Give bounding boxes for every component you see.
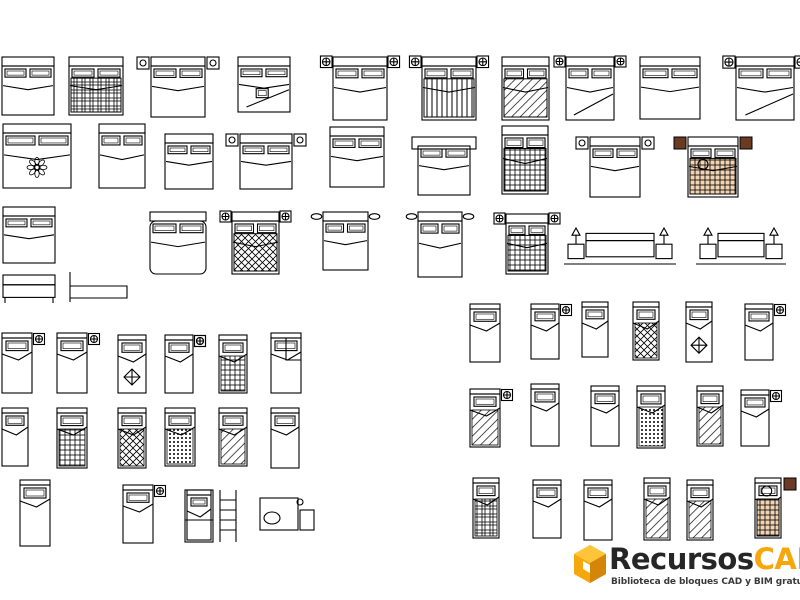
single-bed-block <box>164 334 207 394</box>
double-bed-block <box>575 136 655 198</box>
bed-front-elevation <box>564 226 676 265</box>
double-bed-block <box>319 55 401 121</box>
single-bed-block <box>472 477 500 539</box>
double-bed-block <box>553 55 627 121</box>
double-bed-block <box>164 133 214 190</box>
double-bed-block <box>722 55 800 121</box>
double-bed-block <box>2 123 72 189</box>
single-beds-group <box>1 301 797 547</box>
single-bed-block <box>117 334 147 394</box>
single-bed-block <box>117 407 147 469</box>
single-bed-block <box>740 389 783 447</box>
single-bed-block <box>590 385 620 447</box>
single-bed-block <box>583 479 613 541</box>
brand-tagline: Biblioteca de bloques CAD y BIM gratuita <box>611 577 800 587</box>
brand-logo[interactable]: RecursosCAD Biblioteca de bloques CAD y … <box>571 541 800 600</box>
single-bed-block <box>754 477 797 539</box>
double-bed-block <box>310 211 381 271</box>
double-bed-block <box>68 56 124 116</box>
single-bed-block <box>122 484 167 544</box>
double-bed-block <box>408 55 490 121</box>
single-bed-block <box>469 303 501 363</box>
single-bed-block <box>1 407 29 467</box>
bed-side-elevation <box>2 274 56 303</box>
double-bed-block <box>639 56 701 120</box>
single-bed-block <box>218 334 248 394</box>
double-bed-block <box>411 136 477 196</box>
single-bed-block <box>270 332 302 394</box>
double-bed-block <box>501 56 550 121</box>
single-bed-block <box>270 407 300 469</box>
single-bed-block <box>19 479 51 547</box>
single-bed-block <box>696 385 724 447</box>
single-bed-block <box>686 479 714 541</box>
single-bed-block <box>56 332 101 394</box>
single-bed-block <box>636 385 666 449</box>
single-bed-block <box>744 303 787 361</box>
double-bed-block <box>1 56 55 116</box>
single-bed-block <box>1 332 46 394</box>
double-bed-block <box>405 211 475 278</box>
single-bed-block <box>581 301 609 358</box>
single-bed-block <box>469 388 514 448</box>
single-bed-block <box>56 407 88 469</box>
double-bed-block <box>2 206 56 264</box>
double-bed-block <box>493 212 561 275</box>
double-bed-block <box>98 123 146 189</box>
bunk-bed-block <box>184 489 237 543</box>
single-bed-block <box>532 479 562 539</box>
bed-front-elevation-small <box>696 226 786 265</box>
crib-block <box>259 497 315 531</box>
double-bed-block <box>219 210 292 275</box>
single-bed-block <box>186 489 212 541</box>
bed-frame-elevation <box>69 272 128 302</box>
single-bed-block <box>530 303 573 360</box>
single-bed-block <box>530 383 560 447</box>
single-bed-block <box>164 407 196 467</box>
elevation-views-group <box>2 226 786 543</box>
single-bed-block <box>632 301 660 361</box>
double-bed-block <box>501 125 549 195</box>
cube-logo-icon <box>574 545 606 583</box>
double-bed-block <box>136 56 220 118</box>
double-beds-group <box>1 55 800 278</box>
double-bed-block <box>329 126 385 188</box>
double-bed-block <box>237 56 291 113</box>
double-bed-block <box>149 211 207 275</box>
single-bed-block <box>218 407 248 467</box>
single-bed-block <box>643 477 671 541</box>
double-bed-block <box>225 133 307 190</box>
single-bed-block <box>685 301 713 363</box>
double-bed-block <box>673 136 753 198</box>
brand-name: RecursosCAD <box>609 542 800 576</box>
